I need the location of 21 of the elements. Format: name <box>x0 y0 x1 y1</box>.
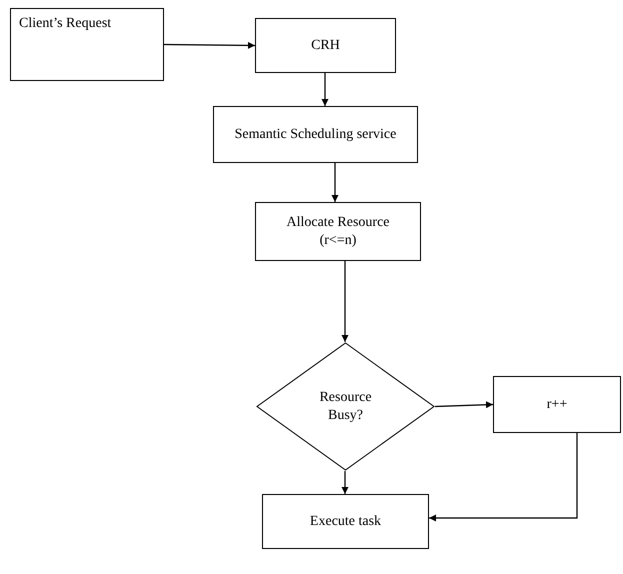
process-box <box>255 18 396 73</box>
process-box <box>493 376 621 433</box>
arrow <box>342 261 348 342</box>
arrow <box>434 401 494 408</box>
arrow <box>429 433 578 522</box>
node-label: Allocate Resource (r<=n) <box>285 214 390 249</box>
process-box <box>213 106 418 163</box>
node-label: r++ <box>546 396 568 414</box>
arrow <box>342 471 348 494</box>
node-label: CRH <box>311 36 340 54</box>
arrow <box>322 73 328 106</box>
node-label: Semantic Scheduling service <box>234 126 396 144</box>
process-box <box>10 8 164 81</box>
process-box <box>262 494 429 549</box>
node-label: Execute task <box>310 512 382 530</box>
node-label: Client’s Request <box>19 15 112 32</box>
arrow <box>332 163 338 202</box>
decision-diamond <box>256 342 435 471</box>
node-label: Resource Busy? <box>318 389 373 424</box>
arrow <box>164 42 255 49</box>
process-box <box>255 202 421 261</box>
